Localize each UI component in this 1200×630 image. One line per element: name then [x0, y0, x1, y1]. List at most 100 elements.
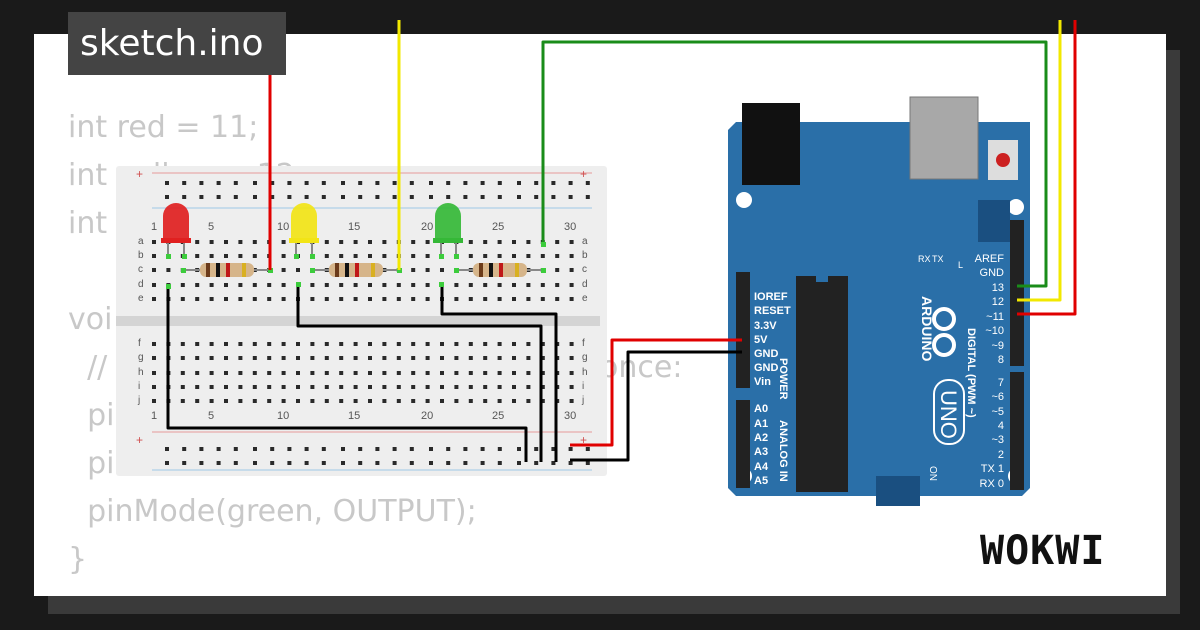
breadboard-hole[interactable] [569, 399, 574, 403]
breadboard-hole[interactable] [209, 240, 214, 244]
breadboard-hole[interactable] [497, 385, 502, 389]
breadboard-hole[interactable] [216, 181, 221, 185]
breadboard-hole[interactable] [253, 195, 257, 199]
breadboard-hole[interactable] [468, 356, 473, 360]
breadboard-hole[interactable] [534, 181, 539, 185]
breadboard-hole[interactable] [238, 385, 243, 389]
breadboard-hole[interactable] [411, 240, 416, 244]
led-red[interactable] [161, 203, 191, 256]
breadboard-hole[interactable] [339, 297, 344, 301]
breadboard-hole[interactable] [339, 283, 344, 287]
breadboard-hole[interactable] [180, 371, 185, 375]
breadboard-hole[interactable] [569, 371, 574, 375]
breadboard-hole[interactable] [375, 461, 380, 465]
breadboard-hole[interactable] [252, 240, 257, 244]
breadboard-hole[interactable] [216, 461, 221, 465]
breadboard-hole[interactable] [569, 268, 574, 272]
breadboard-hole[interactable] [267, 399, 272, 403]
breadboard-hole[interactable] [411, 371, 416, 375]
breadboard-hole[interactable] [382, 342, 387, 346]
breadboard-hole[interactable] [411, 297, 416, 301]
breadboard-hole[interactable] [199, 447, 204, 451]
breadboard-hole[interactable] [152, 240, 156, 244]
breadboard-hole[interactable] [463, 447, 468, 451]
breadboard-hole[interactable] [152, 254, 156, 258]
breadboard-hole[interactable] [425, 268, 430, 272]
breadboard-hole[interactable] [526, 342, 531, 346]
breadboard-hole[interactable] [440, 342, 444, 346]
breadboard-hole[interactable] [165, 447, 169, 451]
breadboard-hole[interactable] [209, 385, 214, 389]
breadboard-hole[interactable] [209, 254, 214, 258]
breadboard-hole[interactable] [392, 447, 397, 451]
breadboard-hole[interactable] [440, 385, 444, 389]
breadboard-hole[interactable] [568, 195, 573, 199]
breadboard-hole[interactable] [483, 356, 488, 360]
breadboard-hole[interactable] [353, 240, 358, 244]
breadboard-hole[interactable] [238, 371, 243, 375]
breadboard-hole[interactable] [324, 342, 329, 346]
breadboard-hole[interactable] [585, 195, 590, 199]
breadboard-hole[interactable] [358, 181, 363, 185]
breadboard-hole[interactable] [555, 240, 560, 244]
breadboard-hole[interactable] [287, 447, 292, 451]
digital-header-top[interactable] [1010, 220, 1024, 366]
breadboard-hole[interactable] [483, 342, 488, 346]
breadboard-hole[interactable] [497, 461, 502, 465]
breadboard-hole[interactable] [411, 356, 416, 360]
breadboard-hole[interactable] [180, 297, 185, 301]
breadboard-hole[interactable] [216, 447, 221, 451]
breadboard-hole[interactable] [310, 356, 315, 360]
breadboard-hole[interactable] [252, 385, 257, 389]
breadboard-hole[interactable] [252, 356, 257, 360]
breadboard-hole[interactable] [224, 356, 228, 360]
breadboard-hole[interactable] [526, 240, 531, 244]
breadboard-hole[interactable] [353, 385, 358, 389]
resistor-3[interactable] [456, 263, 543, 277]
breadboard-hole[interactable] [396, 283, 401, 287]
breadboard-hole[interactable] [392, 181, 397, 185]
breadboard-hole[interactable] [497, 195, 502, 199]
breadboard-hole[interactable] [224, 342, 228, 346]
breadboard-hole[interactable] [281, 342, 286, 346]
breadboard-hole[interactable] [296, 268, 300, 272]
breadboard-hole[interactable] [180, 283, 185, 287]
breadboard-hole[interactable] [497, 399, 502, 403]
breadboard-hole[interactable] [425, 240, 430, 244]
breadboard-hole[interactable] [497, 181, 502, 185]
breadboard-hole[interactable] [585, 181, 590, 185]
breadboard-hole[interactable] [392, 195, 397, 199]
breadboard-hole[interactable] [440, 371, 444, 375]
breadboard-hole[interactable] [480, 461, 485, 465]
breadboard-hole[interactable] [165, 461, 169, 465]
breadboard-hole[interactable] [512, 356, 516, 360]
breadboard-hole[interactable] [180, 356, 185, 360]
breadboard-hole[interactable] [353, 371, 358, 375]
breadboard-hole[interactable] [270, 447, 275, 451]
breadboard-hole[interactable] [512, 385, 516, 389]
breadboard-hole[interactable] [425, 297, 430, 301]
breadboard-hole[interactable] [199, 461, 204, 465]
breadboard-hole[interactable] [425, 385, 430, 389]
breadboard-hole[interactable] [339, 399, 344, 403]
breadboard-hole[interactable] [209, 297, 214, 301]
digital-header-bottom[interactable] [1010, 372, 1024, 490]
breadboard-hole[interactable] [253, 461, 257, 465]
breadboard-hole[interactable] [310, 385, 315, 389]
breadboard-hole[interactable] [396, 385, 401, 389]
breadboard-hole[interactable] [534, 447, 539, 451]
breadboard-hole[interactable] [483, 385, 488, 389]
breadboard-hole[interactable] [468, 385, 473, 389]
breadboard-hole[interactable] [304, 195, 309, 199]
breadboard-hole[interactable] [296, 371, 300, 375]
breadboard-hole[interactable] [540, 371, 545, 375]
breadboard-hole[interactable] [224, 254, 228, 258]
breadboard-hole[interactable] [199, 181, 204, 185]
breadboard-hole[interactable] [195, 240, 200, 244]
breadboard-hole[interactable] [454, 371, 459, 375]
breadboard-hole[interactable] [152, 297, 156, 301]
breadboard-hole[interactable] [568, 447, 573, 451]
breadboard-hole[interactable] [358, 447, 363, 451]
breadboard-hole[interactable] [209, 342, 214, 346]
power-header[interactable] [736, 272, 750, 388]
